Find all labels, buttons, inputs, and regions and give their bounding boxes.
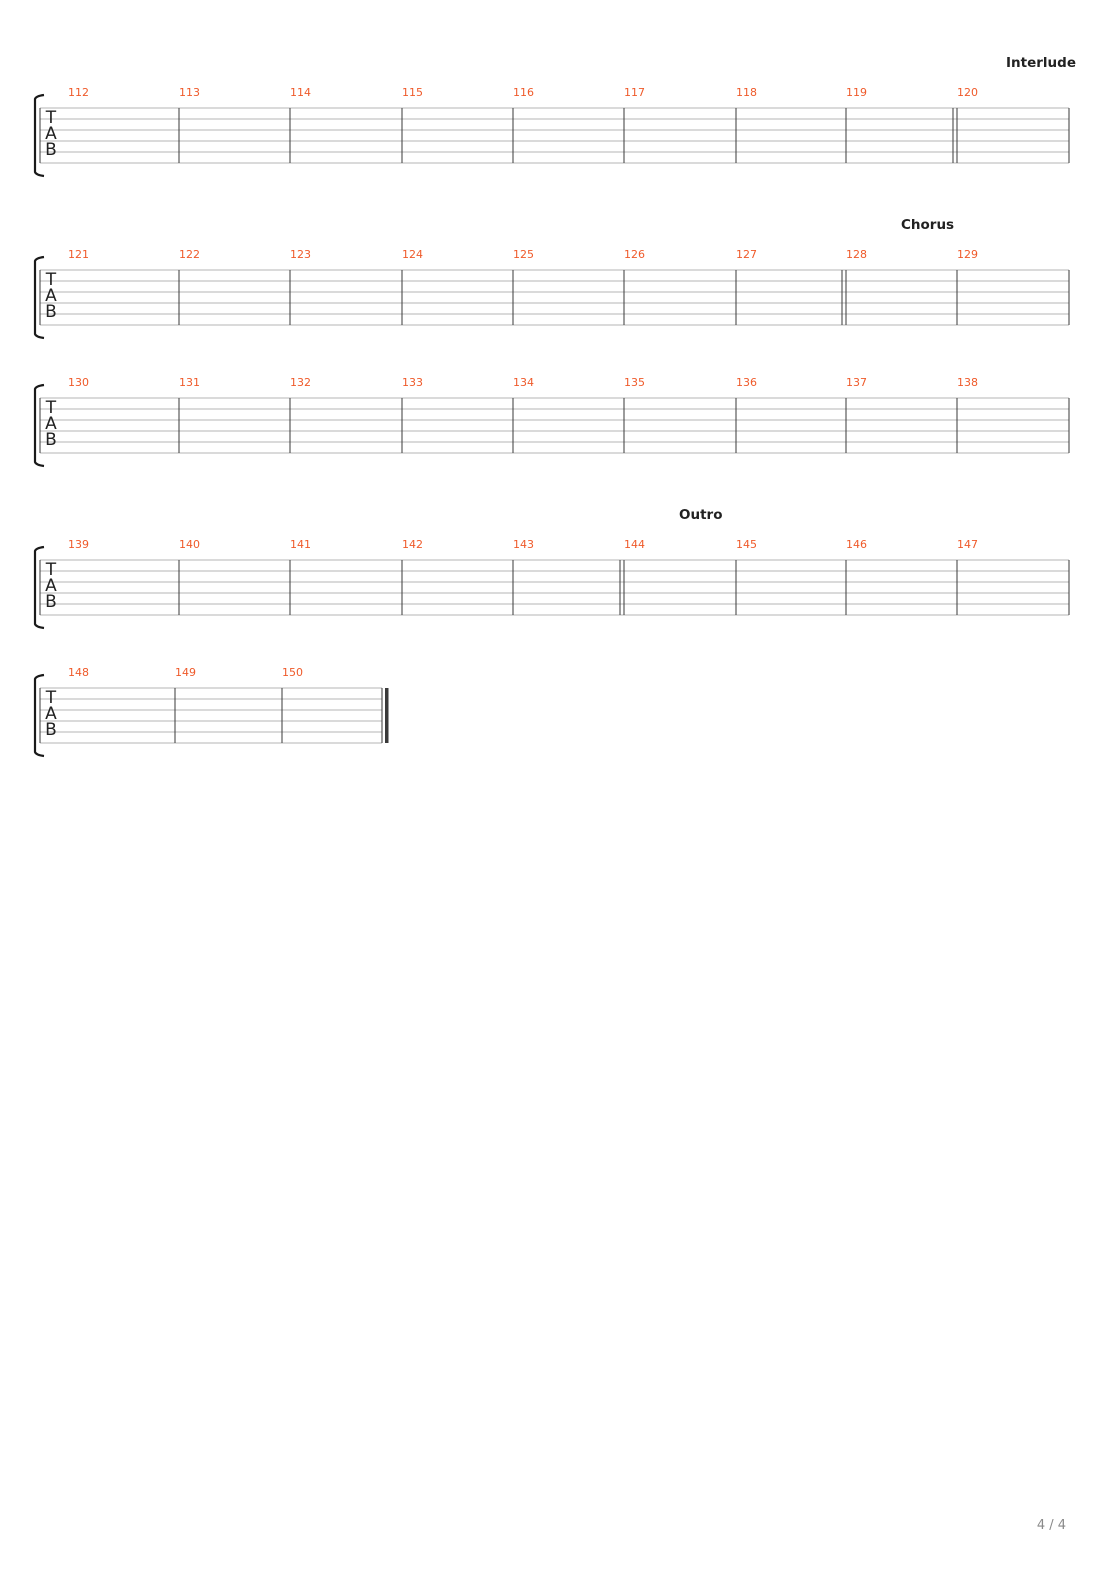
measure-number: 121 (68, 248, 89, 261)
tab-clef-letter: A (45, 704, 57, 724)
measure-number: 128 (846, 248, 867, 261)
measure-number: 125 (513, 248, 534, 261)
tab-clef-letter: A (45, 286, 57, 306)
measure-number: 134 (513, 376, 534, 389)
measure-number: 114 (290, 86, 311, 99)
tab-clef-letter: T (45, 688, 57, 708)
measure-number: 144 (624, 538, 645, 551)
tab-clef-letter: T (45, 398, 57, 418)
section-marker: Chorus (901, 217, 954, 233)
measure-number: 136 (736, 376, 757, 389)
section-marker: Outro (679, 507, 722, 523)
system-bracket (33, 383, 45, 468)
measure-number: 124 (402, 248, 423, 261)
measure-number: 141 (290, 538, 311, 551)
measure-number: 131 (179, 376, 200, 389)
tab-clef-letter: B (45, 140, 57, 160)
measure-number: 148 (68, 666, 89, 679)
measure-number: 146 (846, 538, 867, 551)
measure-number: 127 (736, 248, 757, 261)
tab-clef-letter: T (45, 108, 57, 128)
measure-number: 122 (179, 248, 200, 261)
tab-clef-letter: T (45, 270, 57, 290)
tab-clef-letter: B (45, 720, 57, 740)
system-bracket (33, 545, 45, 630)
measure-number: 147 (957, 538, 978, 551)
measure-number: 132 (290, 376, 311, 389)
measure-number: 139 (68, 538, 89, 551)
final-barline-thick (385, 688, 389, 743)
measure-number: 142 (402, 538, 423, 551)
system-bracket (33, 673, 45, 758)
measure-number: 112 (68, 86, 89, 99)
measure-number: 143 (513, 538, 534, 551)
tab-clef-letter: A (45, 576, 57, 596)
measure-number: 140 (179, 538, 200, 551)
measure-number: 138 (957, 376, 978, 389)
measure-number: 149 (175, 666, 196, 679)
system-bracket (33, 255, 45, 340)
tab-clef-letter: A (45, 414, 57, 434)
measure-number: 150 (282, 666, 303, 679)
measure-number: 113 (179, 86, 200, 99)
measure-number: 115 (402, 86, 423, 99)
measure-number: 120 (957, 86, 978, 99)
measure-number: 116 (513, 86, 534, 99)
tab-clef-letter: A (45, 124, 57, 144)
page-number: 4 / 4 (1036, 1518, 1066, 1533)
measure-number: 135 (624, 376, 645, 389)
measure-number: 145 (736, 538, 757, 551)
measure-number: 126 (624, 248, 645, 261)
tab-clef-letter: B (45, 302, 57, 322)
section-marker: Interlude (1006, 55, 1076, 71)
measure-number: 129 (957, 248, 978, 261)
tab-clef-letter: T (45, 560, 57, 580)
measure-number: 119 (846, 86, 867, 99)
tab-clef-letter: B (45, 430, 57, 450)
measure-number: 130 (68, 376, 89, 389)
tab-clef-letter: B (45, 592, 57, 612)
measure-number: 117 (624, 86, 645, 99)
system-bracket (33, 93, 45, 178)
measure-number: 133 (402, 376, 423, 389)
measure-number: 123 (290, 248, 311, 261)
measure-number: 118 (736, 86, 757, 99)
measure-number: 137 (846, 376, 867, 389)
